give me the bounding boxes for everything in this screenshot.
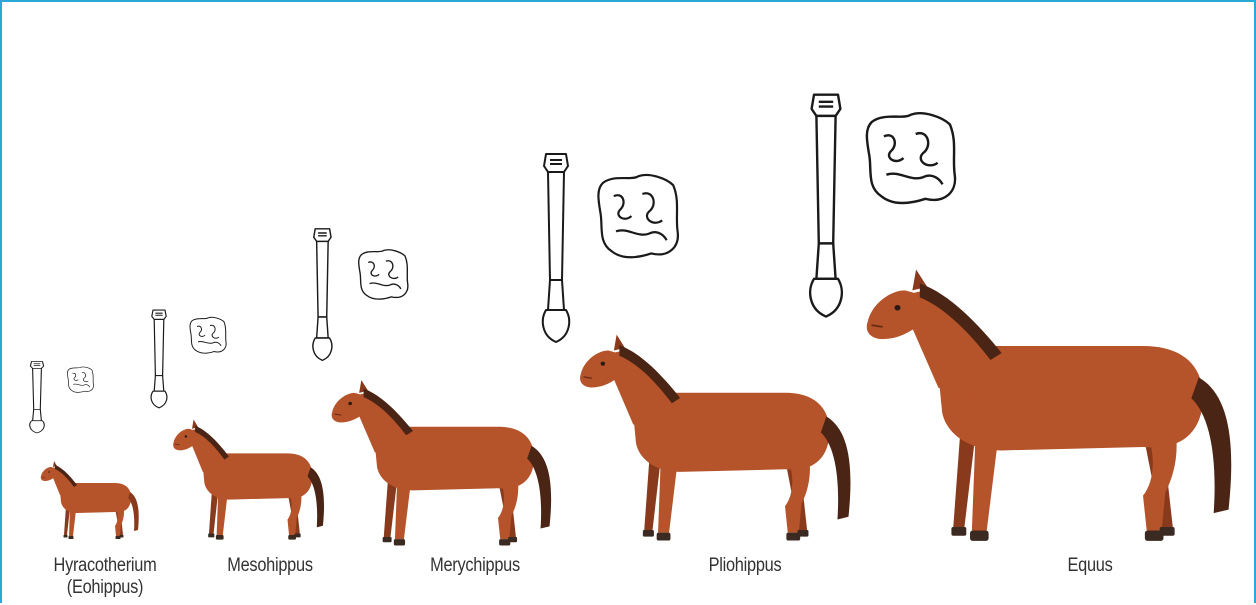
pliohippus-horse (580, 335, 850, 541)
pliohippus-bone (543, 154, 569, 342)
label-equus-line1: Equus (1030, 555, 1150, 577)
hyracotherium-bone (30, 362, 45, 433)
mesohippus-tail (308, 467, 325, 527)
mesohippus-tooth (190, 317, 226, 353)
hyracotherium-horse (41, 461, 139, 539)
merychippus-tail (527, 446, 551, 529)
label-mesohippus-line1: Mesohippus (201, 555, 339, 577)
pliohippus-tooth (598, 175, 677, 257)
label-hyracotherium: Hyracotherium (Eohippus) (32, 555, 178, 599)
label-hyracotherium-line2: (Eohippus) (32, 577, 178, 599)
label-mesohippus: Mesohippus (201, 555, 339, 577)
label-equus: Equus (1030, 555, 1150, 577)
label-hyracotherium-line1: Hyracotherium (32, 555, 178, 577)
equus-bone (810, 95, 842, 317)
merychippus-tooth (359, 250, 408, 299)
equus-horse (867, 269, 1231, 540)
hyracotherium-tooth (67, 367, 93, 392)
merychippus-horse (332, 380, 551, 545)
label-merychippus: Merychippus (402, 555, 548, 577)
hyracotherium-tail (128, 492, 139, 531)
merychippus-bone (313, 229, 332, 361)
mesohippus-horse (173, 420, 324, 540)
equus-tail (1191, 377, 1231, 513)
equus-tooth (867, 113, 955, 203)
mesohippus-bone (151, 310, 167, 408)
label-pliohippus: Pliohippus (672, 555, 818, 577)
pliohippus-tail (821, 416, 851, 519)
label-pliohippus-line1: Pliohippus (672, 555, 818, 577)
label-merychippus-line1: Merychippus (402, 555, 548, 577)
